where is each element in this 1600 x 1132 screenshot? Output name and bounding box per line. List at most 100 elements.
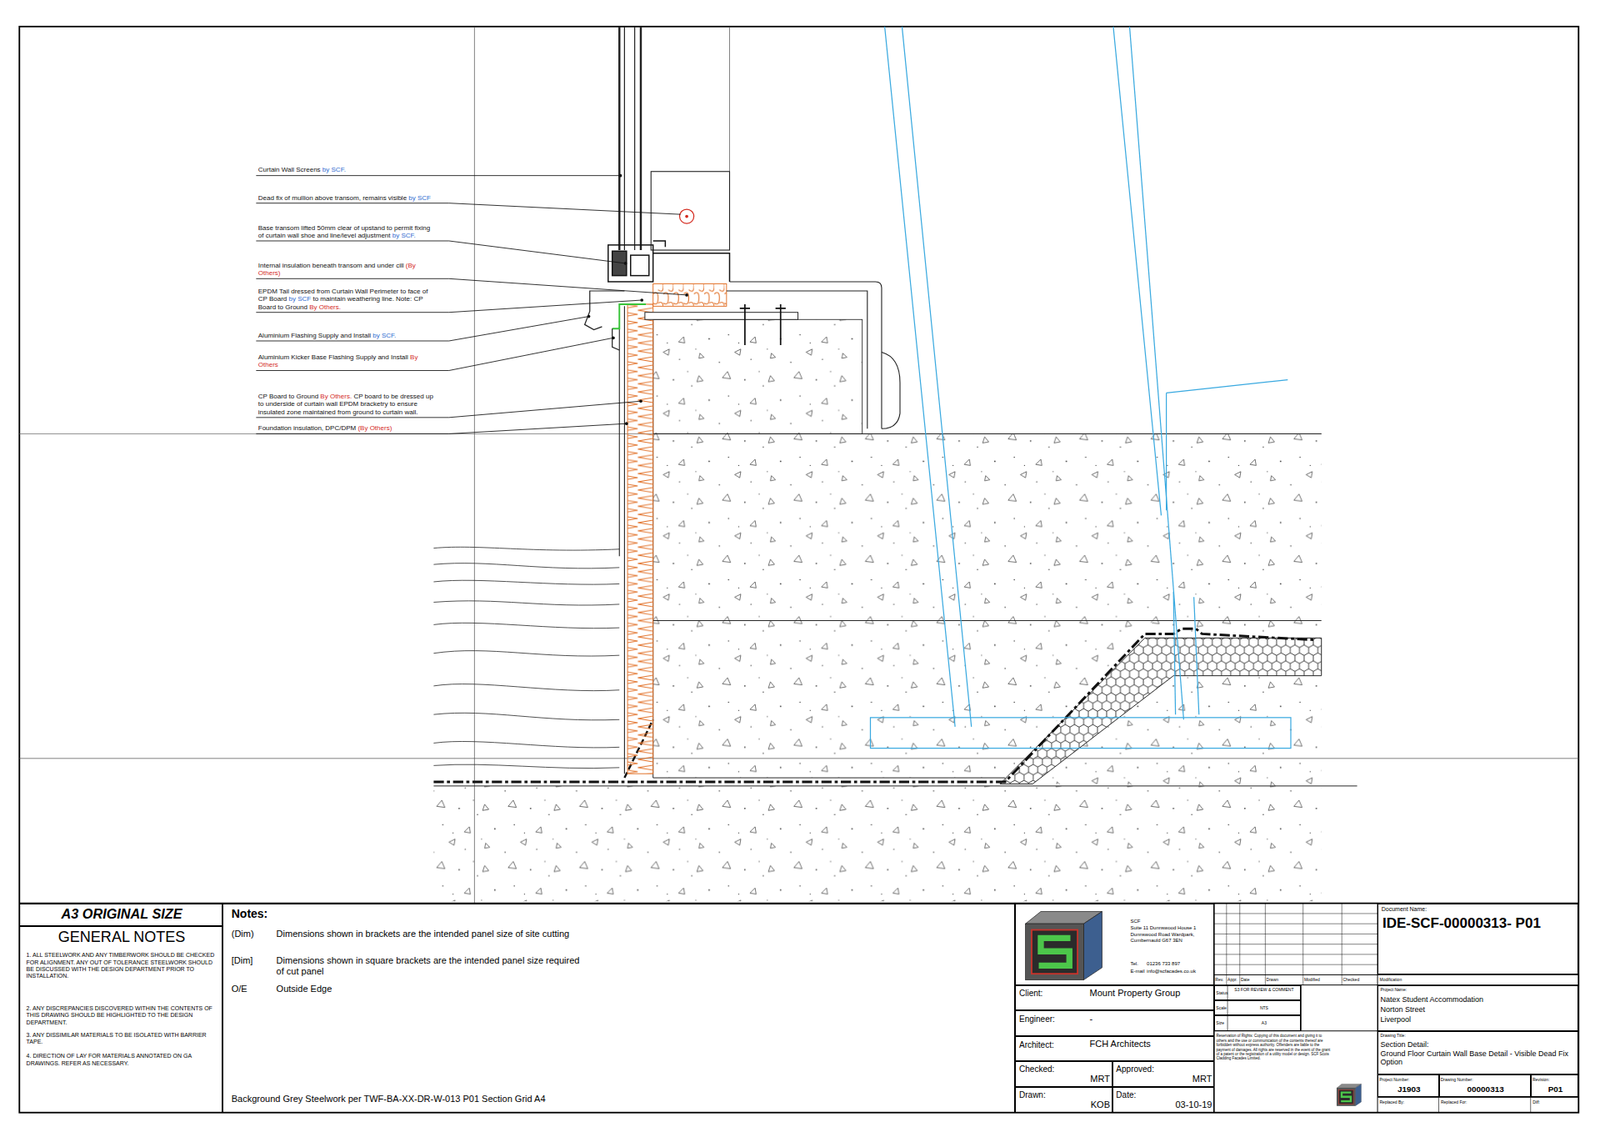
table-header: Date <box>1240 976 1250 982</box>
cell-text: Dimensions shown in brackets are the int… <box>276 928 583 940</box>
leader-dot <box>685 293 689 297</box>
cell-text: A3 <box>1229 1020 1299 1025</box>
leader-dot <box>640 298 644 302</box>
soil-line <box>433 650 620 656</box>
epdm-tail <box>612 304 646 329</box>
cell-heading: Drawing Number: <box>1440 1076 1474 1082</box>
cell-text: KOB <box>1056 1099 1110 1110</box>
dead-fix-marker <box>685 215 689 219</box>
screw-fixings <box>740 304 786 345</box>
cell-text: Outside Edge <box>276 983 583 995</box>
leader-dot <box>625 421 629 425</box>
callout-text: CP Board to Ground <box>258 392 319 400</box>
cell-text: 4. DIRECTION OF LAY FOR MATERIALS ANNOTA… <box>26 1052 219 1067</box>
project-name-cell: Project Name:Natex Student Accommodation… <box>1377 985 1579 1031</box>
pile-line <box>1166 380 1289 394</box>
responsibility-tag: by SCF <box>289 295 312 303</box>
internal-insulation <box>653 283 727 306</box>
table-line <box>1214 943 1378 945</box>
revision-table <box>1214 903 1378 985</box>
cell-heading: Date: <box>1115 1090 1136 1100</box>
leader-line <box>255 240 625 264</box>
scale-cell: ScaleNTS <box>1214 1000 1301 1015</box>
timber-batten <box>645 312 799 320</box>
leader-dot <box>619 174 623 178</box>
logo-face <box>1083 910 1102 980</box>
ground-line <box>653 777 1005 779</box>
cell-text: Background Grey Steelwork per TWF-BA-XX-… <box>231 1093 546 1105</box>
base-transom <box>608 240 730 282</box>
cell-heading: Document Name: <box>1381 905 1427 913</box>
soil-hatch <box>433 546 620 768</box>
transom-profile <box>630 255 650 275</box>
cell-heading: Engineer: <box>1019 1014 1055 1025</box>
title-block-grid <box>19 903 1579 1113</box>
cill-flashing <box>726 290 868 429</box>
cell-text: S3 FOR REVIEW & COMMENT <box>1229 986 1299 992</box>
responsibility-tag: By Others. <box>309 303 341 311</box>
responsibility-tag: (By Others) <box>357 424 392 432</box>
cell-text: [Dim] <box>231 955 254 966</box>
cell-text: MRT <box>1056 1073 1110 1085</box>
foundation-insulation <box>627 304 654 774</box>
transom-profile <box>653 253 730 282</box>
cell-text: Norton Street <box>1380 1005 1425 1015</box>
callout-text: Aluminium Kicker Base Flashing Supply an… <box>258 353 409 361</box>
ground-line <box>433 785 1357 786</box>
rights-notice: Reservation of Rights: Copying of this d… <box>1216 1033 1331 1060</box>
cell-text: MRT <box>1159 1073 1213 1085</box>
cell-heading: Revision: <box>1532 1076 1550 1082</box>
table-line <box>1214 933 1378 935</box>
sheet-frame <box>19 26 1579 1113</box>
cell-text: 01236 733 897 <box>1146 960 1180 967</box>
cell-heading: GENERAL NOTES <box>20 928 224 947</box>
callout-text: Foundation insulation, DPC/DPM <box>258 424 356 432</box>
cell-text: Dimensions shown in square brackets are … <box>276 955 583 977</box>
callout-note: Aluminium Flashing Supply and Installby … <box>258 331 435 340</box>
notes-panel: Notes:(Dim)Dimensions shown in brackets … <box>222 903 1015 1113</box>
size-stamp: A3 ORIGINAL SIZE <box>19 903 223 926</box>
pile-line <box>885 26 955 727</box>
cp-board <box>619 326 620 557</box>
soil-line <box>433 712 620 720</box>
cell-text: Ground Floor Curtain Wall Base Detail - … <box>1380 1049 1576 1068</box>
leader-line <box>255 175 620 176</box>
drawn-cell: Drawn:KOB <box>1015 1086 1112 1113</box>
leader-dots <box>587 174 689 425</box>
table-header: Replaced For: <box>1440 1099 1467 1105</box>
cell-text: 03-10-19 <box>1159 1099 1213 1110</box>
cell-text: Suite 11 Dunnswood House 1 Dunnswood Roa… <box>1130 925 1199 944</box>
drawing-number-cell: Drawing Number:00000313 <box>1439 1074 1531 1097</box>
cell-text: Tel. <box>1130 960 1139 967</box>
cell-text: Natex Student Accommodation <box>1380 995 1484 1005</box>
callout-note: EPDM Tail dressed from Curtain Wall Peri… <box>258 287 435 311</box>
mullion-line <box>618 26 620 250</box>
slab-line <box>653 620 1322 621</box>
cp-board <box>624 305 625 774</box>
aluminium-flashing <box>585 290 625 330</box>
cell-text: E-mail <box>1130 968 1145 975</box>
general-notes-panel: GENERAL NOTES1. ALL STEELWORK AND ANY TI… <box>19 925 223 1113</box>
leader-dot <box>611 335 615 340</box>
logo-letter <box>1039 937 1071 965</box>
responsibility-tag: by SCF <box>408 194 431 202</box>
soil-line <box>433 600 620 605</box>
leader-lines <box>255 175 687 435</box>
responsibility-tag: by SCF. <box>322 165 346 174</box>
approved-cell: Approved: MRT <box>1112 1060 1215 1087</box>
table-header: Appr. <box>1227 976 1238 982</box>
screw <box>740 304 750 345</box>
pile-line <box>901 26 971 727</box>
leader-dot <box>624 261 628 265</box>
soil-line <box>433 764 620 768</box>
cell-heading: Approved: <box>1115 1064 1155 1075</box>
pile-line <box>1130 26 1185 720</box>
cell-text: FCH Architects <box>1090 1038 1151 1050</box>
leader-line <box>255 316 589 341</box>
table-line <box>1214 953 1378 955</box>
leader-line <box>255 337 614 370</box>
concrete-slab <box>653 433 1322 620</box>
table-header: Modified <box>1304 976 1320 982</box>
table-header: Checked <box>1342 976 1360 982</box>
